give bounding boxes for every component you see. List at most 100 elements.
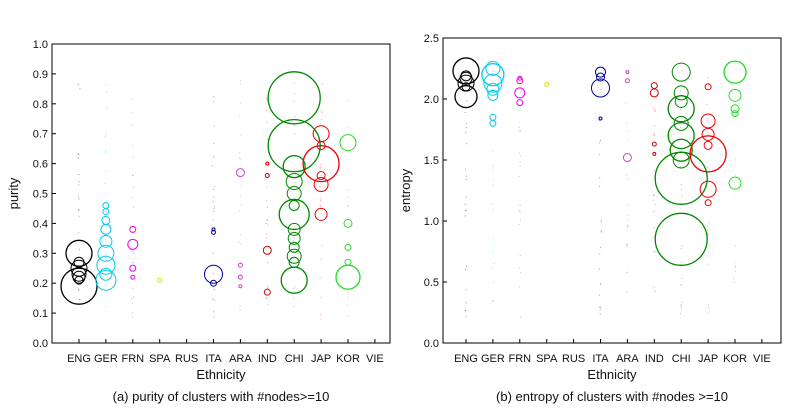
cluster-circle-chi [287,231,301,245]
minor-cluster-dot [464,309,467,312]
minor-cluster-dot [240,102,242,104]
cluster-circle-chi [267,119,321,173]
minor-cluster-dot [653,194,655,197]
minor-cluster-dot [493,251,495,253]
minor-cluster-dot [653,91,656,93]
minor-cluster-dot [653,227,656,229]
minor-cluster-dot [626,226,629,228]
minor-cluster-dot [78,209,80,212]
minor-cluster-dot [266,219,268,221]
x-tick-label-chi: CHI [672,353,691,365]
minor-cluster-dot [105,239,107,241]
minor-cluster-dot [348,205,350,207]
cluster-circle-jap [313,177,329,193]
minor-cluster-dot [626,291,628,294]
minor-cluster-dot [293,92,296,95]
x-tick-label-ara: ARA [229,353,252,365]
minor-cluster-dot [320,296,322,299]
minor-cluster-dot [735,197,737,199]
cluster-circle-jap [316,171,326,181]
minor-cluster-dot [493,70,495,72]
minor-cluster-dot [347,290,349,293]
minor-cluster-dot [239,156,241,159]
cluster-circle-kor [344,258,352,266]
y-axis-label: entropy [398,168,413,212]
minor-cluster-dot [465,196,467,198]
minor-cluster-dot [519,161,521,163]
cluster-circle-frn [516,77,524,85]
minor-cluster-dot [131,277,133,279]
minor-cluster-dot [294,233,296,235]
minor-cluster-dot [348,189,350,191]
x-tick-label-ind: IND [258,353,277,365]
y-tick-label: 0.6 [33,159,48,171]
minor-cluster-dot [466,122,468,124]
minor-cluster-dot [104,285,106,287]
y-tick-label: 0.3 [33,248,48,260]
minor-cluster-dot [626,230,628,232]
y-tick-label: 1.0 [33,39,48,51]
cluster-circle-chi [287,222,301,236]
cluster-circle-jap [316,141,326,151]
minor-cluster-dot [464,269,467,271]
minor-cluster-dot [239,305,241,307]
minor-cluster-dot [293,182,295,184]
minor-cluster-dot [599,253,601,255]
cluster-circle-eng [454,84,478,109]
minor-cluster-dot [78,288,80,291]
cluster-circle-ind [262,245,272,255]
cluster-circle-ind [264,173,270,179]
y-tick-label: 2.0 [424,94,439,106]
minor-cluster-dot [519,204,521,206]
cluster-circle-jap [704,83,712,91]
minor-cluster-dot [493,281,495,283]
minor-cluster-dot [600,246,602,248]
cluster-circle-chi [672,151,690,169]
minor-cluster-dot [239,114,241,117]
minor-cluster-dot [240,134,242,136]
cluster-circle-eng [73,256,85,268]
minor-cluster-dot [321,112,323,114]
minor-cluster-dot [518,175,520,177]
minor-cluster-dot [320,174,323,176]
minor-cluster-dot [735,265,737,267]
y-tick-label: 0.8 [33,99,48,111]
minor-cluster-dot [518,121,520,123]
cluster-circle-ger [99,234,113,248]
minor-cluster-dot [733,182,735,184]
minor-cluster-dot [492,169,494,171]
minor-cluster-dot [239,83,242,85]
minor-cluster-dot [519,130,521,132]
minor-cluster-dot [78,181,80,183]
minor-cluster-dot [707,231,709,233]
plot-frame [442,37,782,344]
cluster-circle-ita [595,66,606,78]
minor-cluster-dot [734,267,736,269]
minor-cluster-dot [213,311,215,313]
cluster-circle-chi [673,115,689,131]
minor-cluster-dot [653,125,656,127]
minor-cluster-dot [77,84,79,86]
minor-cluster-dot [598,185,601,187]
x-tick-label-rus: RUS [562,353,585,365]
cluster-circle-ita [204,264,223,284]
minor-cluster-dot [599,153,601,156]
minor-cluster-dot [240,273,242,275]
cluster-circle-ger [487,89,499,101]
minor-cluster-dot [292,239,295,241]
minor-cluster-dot [681,301,683,303]
cluster-circle-kor [723,60,747,84]
minor-cluster-dot [238,210,241,212]
cluster-circle-frn [517,75,523,81]
minor-cluster-dot [267,287,269,289]
cluster-circle-ara [624,78,630,84]
minor-cluster-dot [240,204,242,206]
minor-cluster-dot [708,245,710,247]
minor-cluster-dot [599,313,601,315]
minor-cluster-dot [346,315,349,317]
minor-cluster-dot [734,158,736,160]
minor-cluster-dot [239,171,241,173]
cluster-circle-chi [674,94,688,108]
y-axis-label: purity [6,177,21,209]
